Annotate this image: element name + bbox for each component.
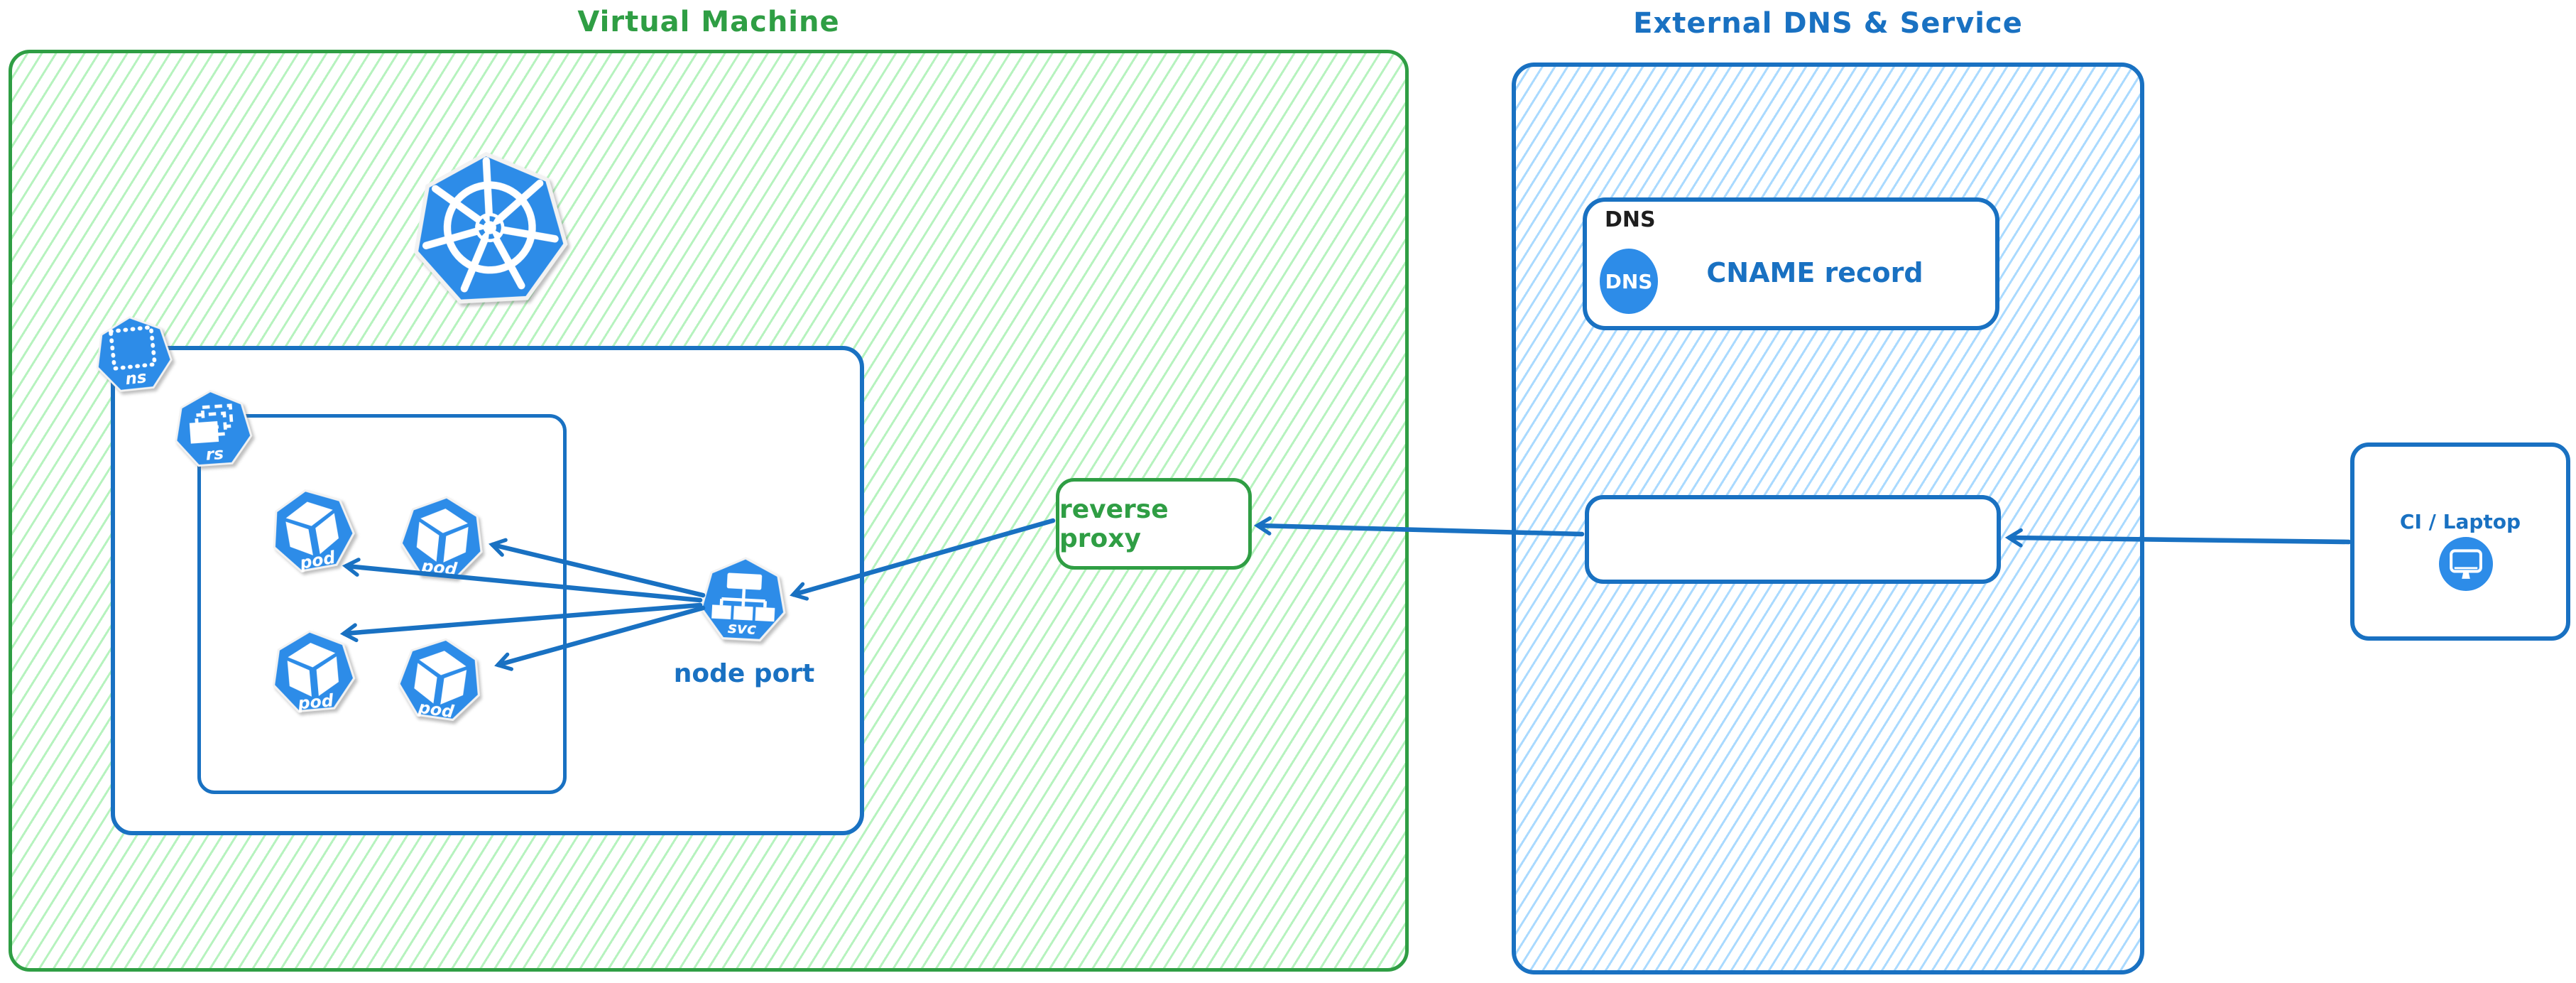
pod-icon-label: pod <box>417 697 456 722</box>
kubernetes-logo-icon <box>404 145 576 317</box>
pod-icon-label: pod <box>420 556 459 580</box>
monitor-icon <box>2439 537 2493 591</box>
cname-record-label: CNAME record <box>1706 257 1923 288</box>
dns-header-label: DNS <box>1605 207 1656 232</box>
external-title: External DNS & Service <box>1633 7 2023 40</box>
replicaset-box <box>197 414 567 794</box>
node-port-label: node port <box>673 659 815 688</box>
reverse-proxy-label: reverse proxy <box>1059 494 1169 553</box>
replicaset-icon-label: rs <box>205 444 224 465</box>
svc-icon-label: svc <box>727 619 756 639</box>
svc-icon: svc <box>696 553 792 649</box>
dns-badge-label: DNS <box>1605 269 1653 293</box>
namespace-icon: ns <box>89 310 178 399</box>
worker-box <box>1585 495 2001 584</box>
dns-badge-icon: DNS <box>1600 249 1658 314</box>
ci-laptop-label: CI / Laptop <box>2399 510 2521 533</box>
pod-icon: pod <box>266 625 361 720</box>
pod-icon: pod <box>261 480 364 582</box>
reverse-proxy-box: reverse proxy <box>1056 478 1252 570</box>
pod-icon-label: pod <box>297 690 335 713</box>
vm-title: Virtual Machine <box>577 6 840 38</box>
namespace-icon-label: ns <box>124 368 147 389</box>
replicaset-icon: rs <box>169 386 257 474</box>
pod-icon: pod <box>391 631 490 730</box>
pod-icon: pod <box>394 490 491 587</box>
